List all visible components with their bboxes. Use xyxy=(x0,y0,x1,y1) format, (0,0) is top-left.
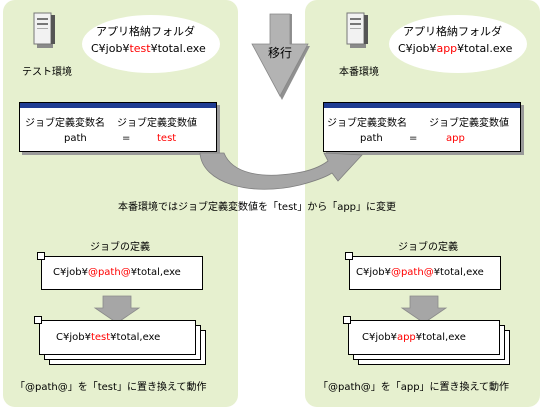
server-icon xyxy=(346,12,368,48)
folder-path: C¥job¥test¥total.exe xyxy=(91,42,206,55)
job-path: C¥job¥@path@¥total,exe xyxy=(53,267,181,278)
job-definition-title: ジョブの定義 xyxy=(90,242,150,253)
execution-path: C¥job¥app¥total,exe xyxy=(362,332,466,343)
server-label: 本番環境 xyxy=(339,67,379,78)
folder-path: C¥job¥app¥total.exe xyxy=(398,42,513,55)
box-handle xyxy=(343,316,351,324)
variable-value: test xyxy=(157,133,177,144)
execution-path: C¥job¥test¥total,exe xyxy=(56,332,161,343)
job-path: C¥job¥@path@¥total,exe xyxy=(356,267,484,278)
server-label: テスト環境 xyxy=(22,67,72,78)
variable-name-header: ジョブ定義変数名 xyxy=(25,118,105,129)
down-arrow xyxy=(400,295,448,324)
job-definition-title: ジョブの定義 xyxy=(398,242,458,253)
execution-box xyxy=(348,320,500,355)
equals-sign: = xyxy=(122,133,131,144)
box-handle xyxy=(345,252,353,260)
replacement-caption: 「@path@」を「test」に置き換えて動作 xyxy=(15,382,207,393)
migration-arrow xyxy=(251,13,310,100)
migration-label: 移行 xyxy=(268,46,293,60)
variable-name: path xyxy=(64,133,87,144)
replacement-caption: 「@path@」を「app」に置き換えて動作 xyxy=(318,382,510,393)
job-definition-box xyxy=(41,256,203,290)
app-folder-cloud xyxy=(389,15,527,73)
header-bar xyxy=(20,103,216,108)
change-note: 本番環境ではジョブ定義変数値を「test」から「app」に変更 xyxy=(118,202,397,213)
server-icon xyxy=(33,12,55,48)
box-handle xyxy=(37,252,45,260)
job-definition-box xyxy=(349,256,501,290)
app-folder-cloud xyxy=(82,15,220,73)
variable-definition-box xyxy=(19,102,217,152)
folder-title: アプリ格納フォルダ xyxy=(96,25,195,38)
down-arrow xyxy=(93,295,141,324)
variable-name-header: ジョブ定義変数名 xyxy=(327,118,407,129)
curved-change-arrow xyxy=(199,152,363,190)
variable-value-header: ジョブ定義変数値 xyxy=(429,118,509,129)
variable-value: app xyxy=(446,133,465,144)
equals-sign: = xyxy=(409,133,418,144)
box-handle xyxy=(34,316,42,324)
variable-value-header: ジョブ定義変数値 xyxy=(117,118,197,129)
variable-name: path xyxy=(360,133,383,144)
variable-definition-box xyxy=(323,102,521,152)
folder-title: アプリ格納フォルダ xyxy=(403,25,502,38)
execution-box xyxy=(39,320,196,355)
header-bar xyxy=(324,103,520,108)
